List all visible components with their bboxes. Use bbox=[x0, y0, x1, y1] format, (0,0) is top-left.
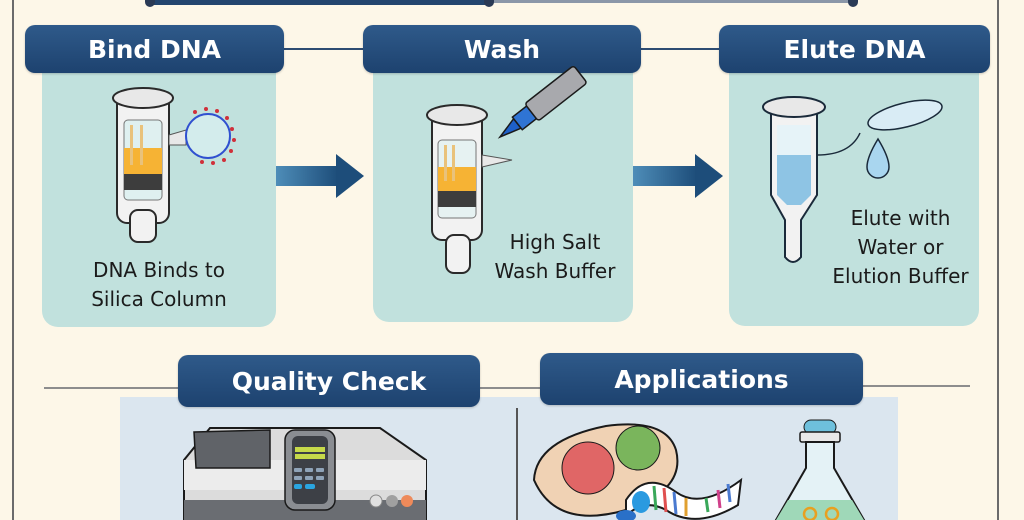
left-frame-border bbox=[12, 0, 14, 520]
caption-line: DNA Binds to bbox=[93, 258, 225, 282]
section-header-applications: Applications bbox=[540, 353, 863, 405]
right-frame-border bbox=[997, 0, 999, 520]
step-panel-wash bbox=[373, 72, 633, 322]
connector-dot bbox=[484, 0, 494, 7]
arrow-right-icon bbox=[633, 154, 723, 198]
connector-dot bbox=[145, 0, 155, 7]
header-connector bbox=[284, 48, 364, 50]
section-divider bbox=[476, 387, 546, 389]
elution-tube-icon bbox=[762, 96, 943, 263]
step-title: Wash bbox=[463, 34, 541, 64]
step-header-bind: Bind DNA bbox=[25, 25, 284, 73]
spectrophotometer-icon bbox=[183, 427, 427, 520]
arrow-right-icon bbox=[276, 154, 364, 198]
caption-line: Wash Buffer bbox=[494, 259, 616, 283]
caption-line: High Salt bbox=[509, 230, 601, 254]
step-title: Bind DNA bbox=[87, 34, 222, 64]
section-header-quality-check: Quality Check bbox=[178, 355, 480, 407]
caption-line: Silica Column bbox=[91, 287, 227, 311]
step-title: Elute DNA bbox=[783, 34, 926, 64]
header-connector bbox=[641, 48, 721, 50]
flask-icon bbox=[774, 419, 866, 520]
caption-line: Elute with bbox=[850, 206, 951, 230]
top-connector-bar-light bbox=[489, 0, 853, 3]
step-caption-elute: Elute with Water or Elution Buffer bbox=[818, 204, 983, 291]
section-title: Quality Check bbox=[231, 366, 427, 396]
spin-column-icon bbox=[112, 87, 236, 243]
caption-line: Water or bbox=[857, 235, 944, 259]
connector-dot bbox=[848, 0, 858, 7]
step-caption-wash: High Salt Wash Buffer bbox=[480, 228, 630, 286]
panel-separator bbox=[516, 408, 518, 520]
section-divider bbox=[44, 387, 184, 389]
cell-dna-icon bbox=[532, 423, 743, 520]
step-header-wash: Wash bbox=[363, 25, 641, 73]
section-title: Applications bbox=[614, 364, 789, 394]
step-caption-bind: DNA Binds to Silica Column bbox=[42, 256, 276, 314]
caption-line: Elution Buffer bbox=[832, 264, 969, 288]
top-connector-bar bbox=[147, 0, 489, 5]
wash-column-pipette-icon bbox=[426, 65, 587, 274]
step-header-elute: Elute DNA bbox=[719, 25, 990, 73]
section-divider bbox=[860, 385, 970, 387]
